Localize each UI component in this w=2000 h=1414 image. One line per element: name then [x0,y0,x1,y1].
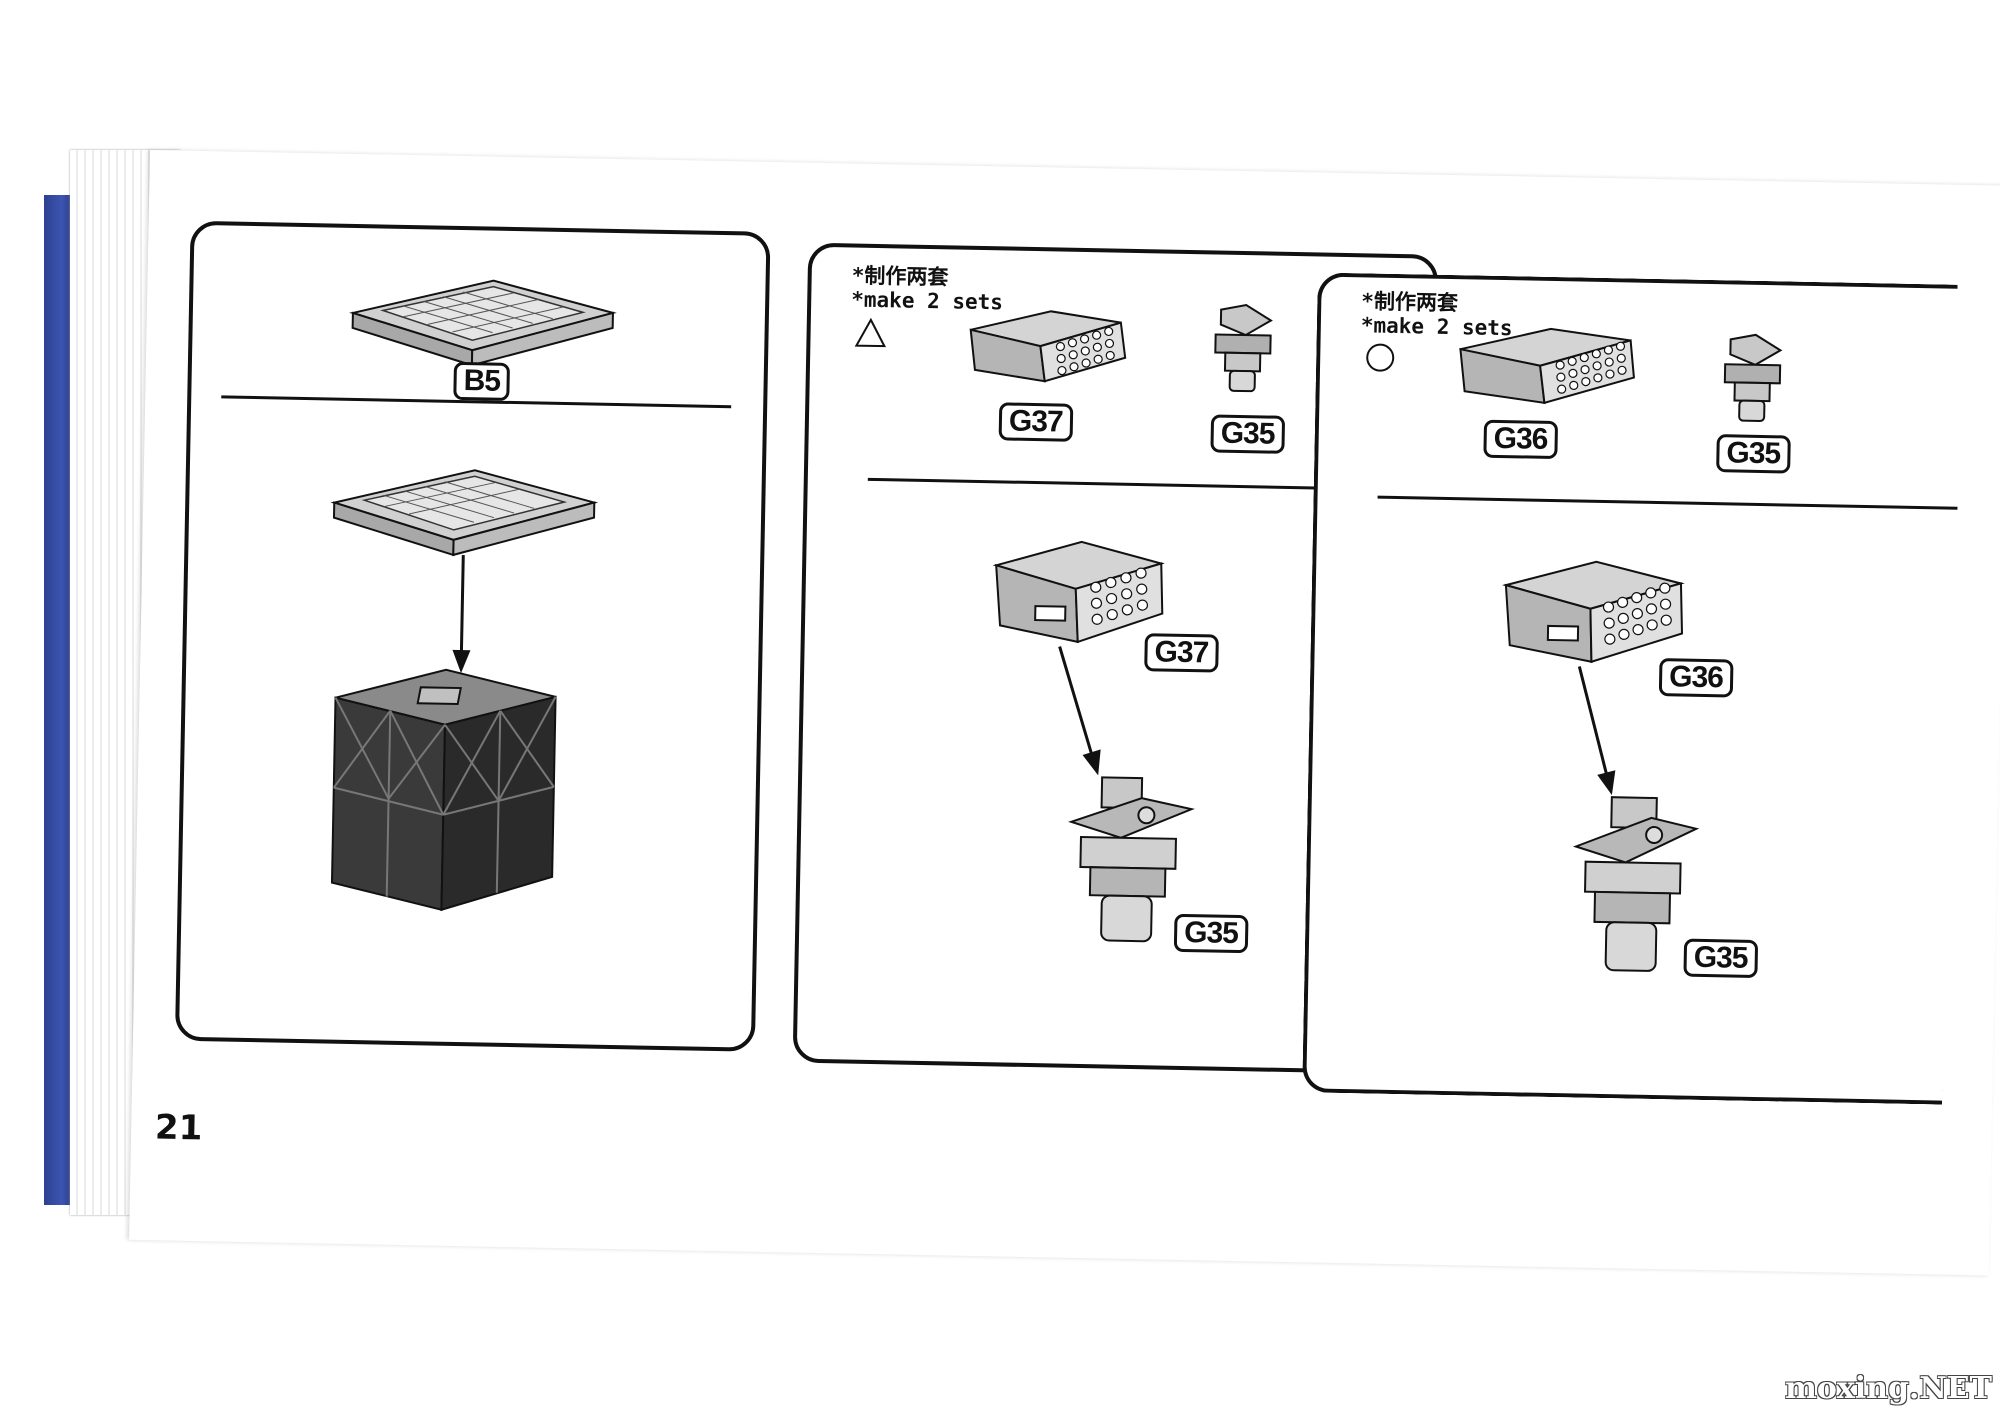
part-label-g35: G35 [1210,414,1285,454]
container-cube-icon [330,668,557,912]
part-label-g36: G36 [1483,419,1558,460]
g35-mount-assembly-icon [1068,776,1195,943]
watermark: moxing.NET [1785,1371,1992,1406]
note-chinese: *制作两套 [1361,289,1459,316]
g36-launcher-icon [1459,327,1635,405]
instruction-page: B5 [129,150,2000,1276]
g37-launcher-assembly-icon [992,540,1165,644]
part-label-b5: B5 [453,361,511,401]
step-panel-2: *制作两套 *make 2 sets G37 [792,242,1439,1075]
g37-launcher-icon [969,310,1127,383]
assembly-label-g37: G37 [1144,633,1219,673]
assembly-label-g35: G35 [1173,913,1249,954]
circle-set-icon [1366,343,1395,372]
g35-mount-icon [1723,333,1783,422]
assembly-arrow-icon [1058,646,1101,776]
assembly-label-g35: G35 [1683,938,1758,979]
step-panel-1: B5 [174,220,771,1052]
panel-3-divider [1377,495,1958,510]
part-label-g35: G35 [1716,434,1791,474]
assembly-arrow-icon [452,555,471,674]
assembly-label-g36: G36 [1658,658,1734,698]
g35-mount-icon [1214,304,1273,393]
note-chinese: *制作两套 [851,263,949,290]
b5-plate-assembly-icon [330,469,599,557]
triangle-set-icon [854,317,887,348]
b5-plate-icon [349,279,617,367]
g36-launcher-assembly-icon [1502,560,1685,664]
assembly-arrow-icon [1577,666,1616,796]
g35-mount-assembly-icon [1572,796,1700,972]
step-panel-3: *制作两套 *make 2 sets G36 [1302,272,1958,1105]
part-label-g37: G37 [998,402,1074,442]
panel-2-divider [867,477,1388,491]
page-number: 21 [154,1107,203,1149]
